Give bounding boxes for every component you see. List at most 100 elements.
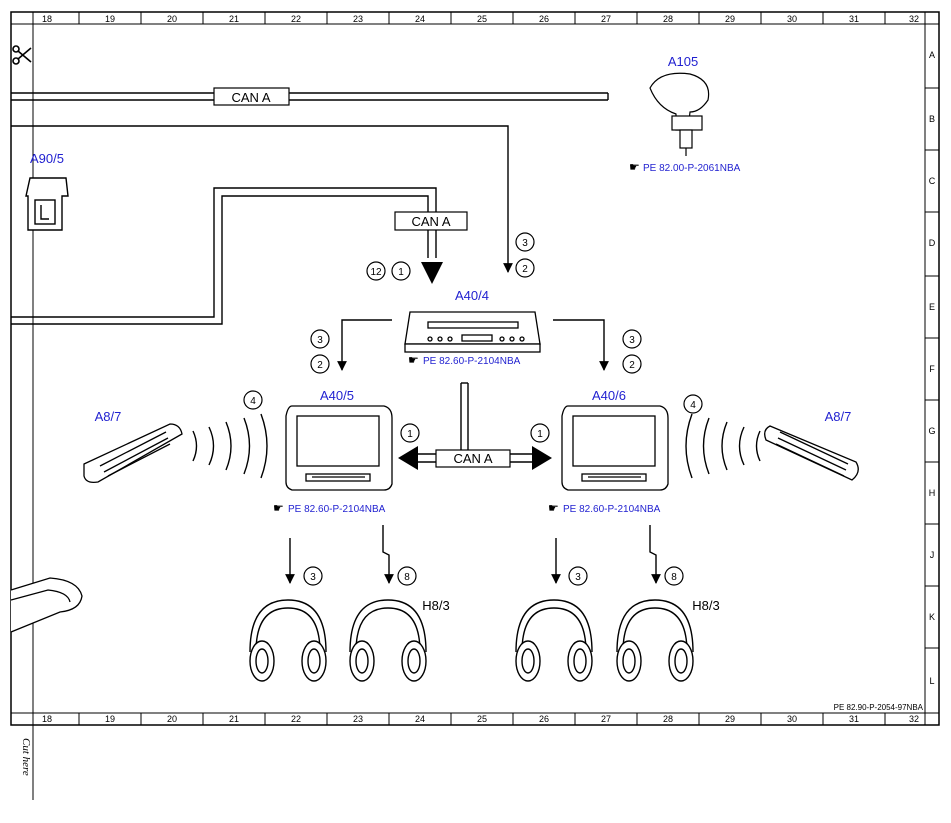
column-ruler-bottom: 18 19 20 21 22 23 24 25 26 27 28 29 30 3… bbox=[42, 714, 919, 724]
marker-1: 1 bbox=[400, 423, 420, 443]
svg-text:2: 2 bbox=[522, 264, 528, 275]
svg-text:12: 12 bbox=[370, 267, 382, 278]
column-ruler-top: 18 19 20 21 22 23 24 25 26 27 28 29 30 3… bbox=[42, 14, 919, 24]
component-label-a40-6: A40/6 bbox=[592, 388, 626, 403]
marker-2: 2 bbox=[515, 258, 535, 278]
row-label: K bbox=[929, 612, 935, 622]
marker-1: 1 bbox=[391, 261, 411, 281]
col-label: 32 bbox=[909, 14, 919, 24]
marker-3: 3 bbox=[568, 566, 588, 586]
signal-line bbox=[553, 319, 609, 371]
shift-lever-icon bbox=[649, 72, 710, 156]
col-label: 23 bbox=[353, 714, 363, 724]
col-label: 20 bbox=[167, 14, 177, 24]
ref-a105: PE 82.00-P-2061NBA bbox=[643, 163, 741, 174]
svg-text:8: 8 bbox=[404, 572, 410, 583]
row-label: A bbox=[929, 50, 935, 60]
ref-a40-6: PE 82.60-P-2104NBA bbox=[563, 504, 661, 515]
can-bus-label: CAN A bbox=[231, 90, 270, 105]
component-label-a90-5: A90/5 bbox=[30, 151, 64, 166]
can-bus-label: CAN A bbox=[411, 214, 450, 229]
rear-screen-right-icon bbox=[561, 405, 669, 491]
headphones-icon bbox=[349, 599, 427, 682]
component-label-a40-4: A40/4 bbox=[455, 288, 489, 303]
rear-screen-left-icon bbox=[285, 405, 393, 491]
col-label: 30 bbox=[787, 14, 797, 24]
svg-text:3: 3 bbox=[317, 335, 323, 346]
col-label: 27 bbox=[601, 714, 611, 724]
component-label-h8-3-right: H8/3 bbox=[692, 598, 719, 613]
module-a90-5-icon bbox=[25, 177, 69, 231]
col-label: 25 bbox=[477, 14, 487, 24]
svg-text:2: 2 bbox=[629, 360, 635, 371]
row-label: B bbox=[929, 114, 935, 124]
col-label: 21 bbox=[229, 714, 239, 724]
bus-arrowhead bbox=[532, 446, 552, 470]
col-label: 31 bbox=[849, 14, 859, 24]
col-label: 22 bbox=[291, 14, 301, 24]
partial-component-icon bbox=[10, 577, 83, 633]
col-label: 24 bbox=[415, 714, 425, 724]
can-bus-label: CAN A bbox=[453, 451, 492, 466]
marker-12: 12 bbox=[366, 261, 386, 281]
row-ruler: A B C D E F G H J K L bbox=[928, 50, 935, 686]
scissors-icon bbox=[12, 45, 32, 65]
col-label: 26 bbox=[539, 14, 549, 24]
svg-text:3: 3 bbox=[575, 572, 581, 583]
headphones-icon bbox=[616, 599, 694, 682]
row-label: G bbox=[928, 426, 935, 436]
can-label-box bbox=[435, 449, 511, 468]
bus-arrowhead bbox=[421, 262, 443, 284]
dvd-player-icon bbox=[404, 311, 541, 353]
row-label: J bbox=[930, 550, 935, 560]
svg-text:3: 3 bbox=[522, 238, 528, 249]
component-label-a105: A105 bbox=[668, 54, 698, 69]
col-label: 30 bbox=[787, 714, 797, 724]
svg-text:1: 1 bbox=[407, 429, 413, 440]
component-label-a8-7-left: A8/7 bbox=[95, 409, 122, 424]
svg-text:1: 1 bbox=[537, 429, 543, 440]
remote-control-left-icon bbox=[83, 423, 183, 484]
marker-4: 4 bbox=[243, 390, 263, 410]
component-label-h8-3-left: H8/3 bbox=[422, 598, 449, 613]
ref-a40-5: PE 82.60-P-2104NBA bbox=[288, 504, 386, 515]
col-label: 18 bbox=[42, 14, 52, 24]
col-label: 28 bbox=[663, 714, 673, 724]
ref-a40-4: PE 82.60-P-2104NBA bbox=[423, 356, 521, 367]
col-label: 31 bbox=[849, 714, 859, 724]
can-bus-top bbox=[11, 92, 609, 101]
svg-text:1: 1 bbox=[398, 267, 404, 278]
reference-icon: ☛ bbox=[548, 501, 559, 515]
marker-3: 3 bbox=[622, 329, 642, 349]
col-label: 20 bbox=[167, 714, 177, 724]
ir-signal-left-icon bbox=[192, 413, 268, 479]
wireless-signal-arrow bbox=[649, 525, 661, 584]
can-label-box bbox=[394, 211, 468, 231]
col-label: 18 bbox=[42, 714, 52, 724]
row-label: C bbox=[929, 176, 936, 186]
col-label: 29 bbox=[725, 714, 735, 724]
marker-8: 8 bbox=[397, 566, 417, 586]
signal-line bbox=[11, 125, 513, 273]
can-label-box bbox=[213, 87, 290, 106]
col-label: 26 bbox=[539, 714, 549, 724]
col-label: 25 bbox=[477, 714, 487, 724]
row-label: F bbox=[929, 364, 935, 374]
row-label: H bbox=[929, 488, 936, 498]
marker-3: 3 bbox=[310, 329, 330, 349]
drawing-reference: PE 82.90-P-2054-97NBA bbox=[834, 703, 924, 712]
reference-icon: ☛ bbox=[629, 160, 640, 174]
svg-text:4: 4 bbox=[690, 400, 696, 411]
marker-3: 3 bbox=[515, 232, 535, 252]
marker-1: 1 bbox=[530, 423, 550, 443]
column-ruler-ticks bbox=[78, 12, 939, 725]
cut-here-label: Cut here bbox=[20, 738, 32, 776]
col-label: 21 bbox=[229, 14, 239, 24]
col-label: 24 bbox=[415, 14, 425, 24]
can-bus-mid bbox=[11, 187, 437, 325]
col-label: 27 bbox=[601, 14, 611, 24]
svg-text:4: 4 bbox=[250, 396, 256, 407]
component-label-a40-5: A40/5 bbox=[320, 388, 354, 403]
svg-text:8: 8 bbox=[671, 572, 677, 583]
